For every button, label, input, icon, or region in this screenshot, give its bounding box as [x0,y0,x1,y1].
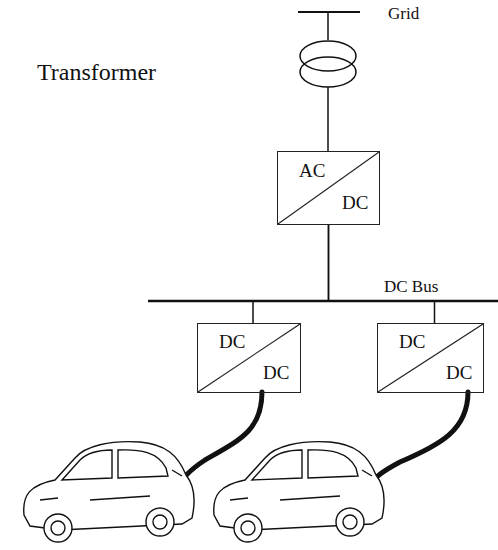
converter-diagonal [278,152,379,224]
grid-line [298,11,360,13]
converter-label: AC [299,161,325,180]
diagram-label: Transformer [37,60,156,84]
charging-cable [366,392,468,490]
converter-label: DC [342,193,368,212]
wire [327,87,329,151]
transformer-symbol [300,57,356,87]
converter-box: DC DC [377,323,484,393]
wire-connector [253,225,329,323]
wire [327,12,329,40]
converter-box: AC DC [277,151,380,225]
converter-label: DC [399,332,425,351]
car [214,442,384,542]
car [24,442,194,542]
converter-label: DC [446,363,472,382]
transformer-symbol [300,41,356,71]
diagram-label: DC Bus [384,278,438,295]
wire-connector [329,225,435,323]
converter-label: DC [219,332,245,351]
converter-box: DC DC [197,323,301,393]
diagram-label: Grid [388,5,419,22]
converter-label: DC [263,363,289,382]
